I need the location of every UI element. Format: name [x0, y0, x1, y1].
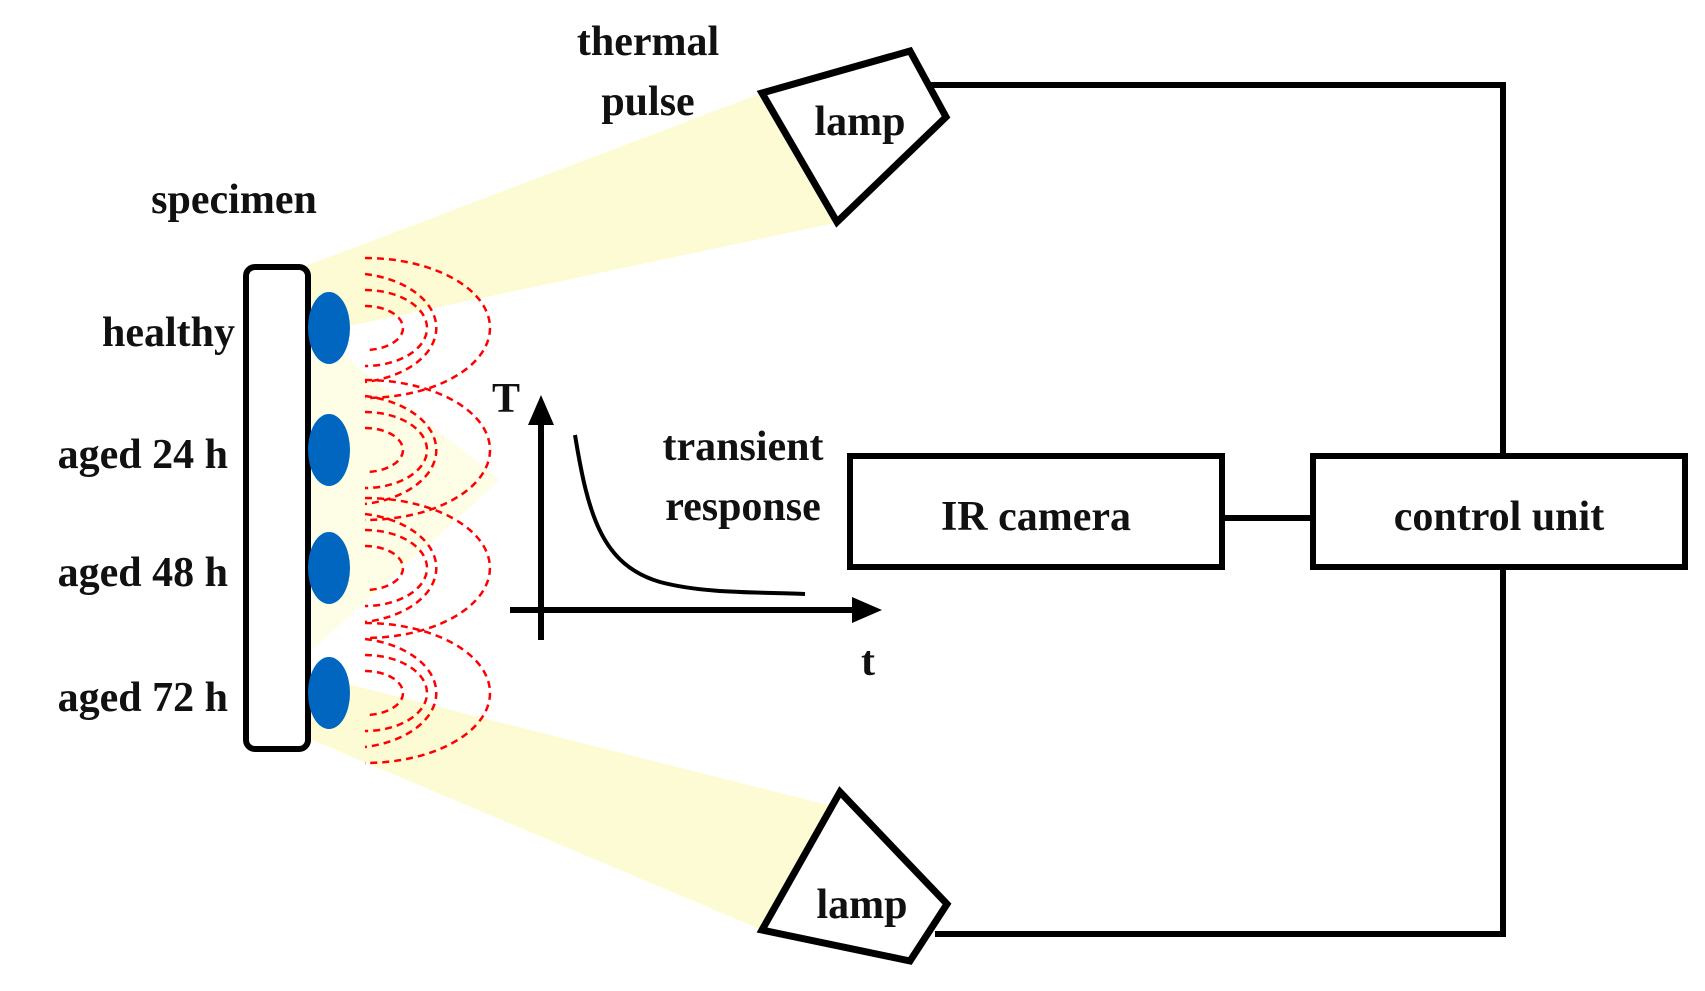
label-aged-24h: aged 24 h: [58, 432, 228, 478]
heat-waves-aged-72: [364, 621, 492, 765]
heat-waves-aged-24: [364, 378, 492, 522]
specimen-dot-aged-72: [308, 657, 350, 729]
label-lamp-top: lamp: [814, 99, 905, 145]
heat-waves-healthy: [364, 256, 492, 400]
axis-T-label: T: [492, 376, 520, 422]
lamp-top-shape: [756, 46, 951, 228]
label-aged-72h: aged 72 h: [58, 675, 228, 721]
control-unit-box: [1310, 453, 1688, 570]
label-control-unit: control unit: [1394, 494, 1604, 540]
light-beam-top: [300, 93, 840, 334]
ir-camera-box: [847, 453, 1225, 570]
label-aged-48h: aged 48 h: [58, 550, 228, 596]
light-beam-bottom: [300, 672, 840, 930]
heat-waves-aged-48: [364, 496, 492, 640]
light-beam-center: [312, 330, 500, 650]
wire-top-lamp-to-control: [930, 82, 1506, 456]
specimen-bar: [243, 264, 311, 752]
label-lamp-bottom: lamp: [816, 882, 907, 928]
specimen-dot-healthy: [308, 292, 350, 364]
label-response: response: [665, 484, 821, 530]
label-ir-camera: IR camera: [941, 494, 1131, 540]
lamp-bottom-shape: [756, 786, 952, 965]
label-healthy: healthy: [102, 310, 235, 356]
specimen-dot-aged-48: [308, 532, 350, 604]
label-specimen: specimen: [151, 177, 317, 223]
label-thermal: thermal: [577, 19, 719, 65]
label-pulse: pulse: [601, 79, 694, 125]
axis-t-arrowhead: [852, 597, 882, 623]
axis-T-arrowhead: [528, 395, 554, 425]
transient-decay-curve: [573, 434, 806, 596]
axis-t-label: t: [861, 639, 875, 685]
specimen-dot-aged-24: [308, 414, 350, 486]
label-transient: transient: [663, 424, 824, 470]
wire-bottom-lamp-to-control: [935, 567, 1506, 937]
